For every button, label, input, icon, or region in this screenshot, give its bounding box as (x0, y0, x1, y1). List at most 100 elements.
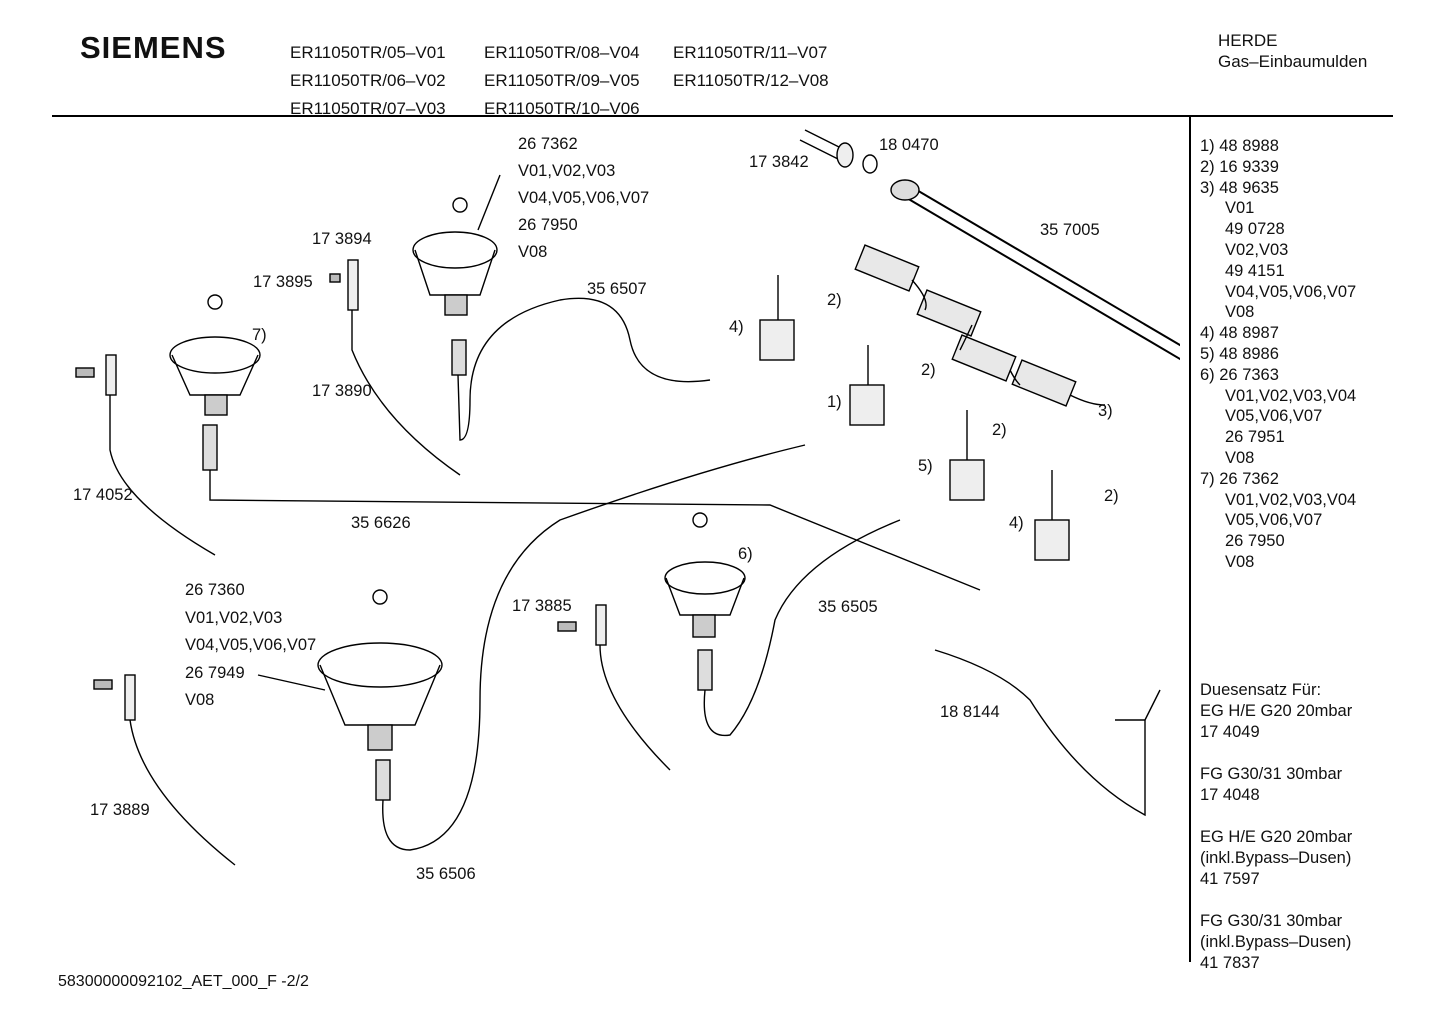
model-number: ER11050TR/08–V04 (484, 43, 640, 62)
nozzle-set: Duesensatz Für: EG H/E G20 20mbar 17 4049 (1200, 680, 1352, 743)
nozzle-set: EG H/E G20 20mbar (inkl.Bypass–Dusen) 41 7… (1200, 827, 1352, 890)
interrupter-plate (1011, 359, 1077, 407)
part-label: 17 3889 (90, 801, 150, 819)
model-number: ER11050TR/11–V07 (673, 43, 828, 62)
part-label: 35 6505 (818, 598, 878, 616)
gas-valve (1034, 470, 1070, 561)
exploded-parts-diagram (75, 129, 1180, 866)
callout: 1) (827, 393, 842, 411)
nozzle-line: EG H/E G20 20mbar (1200, 702, 1353, 720)
variant-list: V04,V05,V06,V07 (185, 636, 317, 654)
category-subtitle: Gas–Einbaumulden (1218, 52, 1368, 71)
burner-cup-left (169, 294, 261, 416)
model-list: ER11050TR/05–V01 ER11050TR/08–V04 ER1105… (290, 39, 873, 123)
legend-row: V02,V03 (1225, 240, 1289, 259)
ignition-harness (934, 649, 1146, 817)
brand-logo: SIEMENS (80, 30, 227, 65)
burner-cup-top (412, 197, 498, 316)
legend-row: 49 0728 (1225, 220, 1285, 239)
nozzle-set: FG G30/31 30mbar 17 4048 (1200, 764, 1352, 806)
part-label: 35 6506 (416, 865, 476, 883)
nozzle-line: Duesensatz Für: (1200, 681, 1322, 699)
interrupter-plate (916, 289, 982, 337)
nozzle-line: (inkl.Bypass–Dusen) (1200, 849, 1352, 867)
injector (375, 759, 391, 801)
variant-list: V08 (185, 691, 215, 709)
part-label: 35 7005 (1040, 221, 1100, 239)
nozzle-line: 17 4048 (1200, 786, 1260, 804)
thermocouple-wire (599, 644, 671, 771)
model-number: ER11050TR/05–V01 (290, 43, 446, 62)
model-number: ER11050TR/09–V05 (484, 71, 640, 90)
legend-row: V01,V02,V03,V04 (1225, 386, 1357, 405)
nozzle-line: EG H/E G20 20mbar (1200, 828, 1353, 846)
gas-valve (759, 275, 795, 361)
part-label: 18 0470 (879, 136, 939, 154)
legend-row: 6) 26 7363 (1200, 365, 1279, 384)
part-label: 17 3895 (253, 273, 313, 291)
gas-line-356626-b (382, 444, 806, 851)
header-divider (52, 115, 1393, 117)
legend-divider (1189, 117, 1191, 962)
burner-cup-center (664, 512, 746, 638)
part-label: 17 3842 (749, 153, 809, 171)
legend-row: V04,V05,V06,V07 (1225, 282, 1357, 301)
legend-row: 1) 48 8988 (1200, 137, 1279, 155)
part-label: 35 6507 (587, 280, 647, 298)
callout: 2) (827, 291, 842, 309)
callout: 2) (921, 361, 936, 379)
variant-list: V01,V02,V03 (185, 608, 283, 627)
pipe-nut (890, 179, 920, 201)
clip (557, 621, 577, 632)
legend-row: V08 (1225, 552, 1255, 571)
legend-row: 26 7951 (1225, 428, 1285, 447)
legend-row: V01 (1225, 199, 1255, 218)
legend-row: 26 7950 (1225, 532, 1285, 551)
legend-row: V05,V06,V07 (1225, 511, 1323, 530)
clip (93, 679, 113, 690)
thermocouple-probe (347, 259, 359, 311)
gas-line-356505 (703, 519, 901, 737)
part-number: 26 7360 (185, 581, 245, 599)
gas-line-356626 (209, 470, 981, 591)
variant-list: V08 (518, 243, 548, 261)
thermocouple-wire (109, 395, 216, 556)
thermocouple-probe (124, 674, 136, 721)
legend-row: V05,V06,V07 (1225, 407, 1323, 426)
nozzle-set: FG G30/31 30mbar(inkl.Bypass–Dusen)41 78… (1200, 911, 1352, 974)
legend-row: 5) 48 8986 (1200, 344, 1279, 363)
callout: 5) (918, 457, 933, 475)
callout: 2) (1104, 487, 1119, 505)
callout: 4) (729, 318, 744, 336)
callout: 7) (252, 326, 267, 344)
nozzle-line: FG G30/31 30mbar (1200, 912, 1343, 930)
callout: 2) (992, 421, 1007, 439)
nozzle-line: 41 7597 (1200, 870, 1260, 888)
product-category: HERDE Gas–Einbaumulden (1218, 30, 1367, 72)
part-label: 35 6626 (351, 514, 411, 532)
callout: 6) (738, 545, 753, 563)
nozzle-line: FG G30/31 30mbar (1200, 765, 1343, 783)
part-label: 17 3894 (312, 230, 372, 248)
thermocouple-wire (351, 310, 461, 476)
legend-row: 3) 48 9635 (1200, 178, 1279, 197)
clip (75, 367, 95, 378)
nozzle-line: 17 4049 (1200, 723, 1260, 741)
seal-ring (862, 154, 878, 174)
legend-row: V01,V02,V03,V04 (1225, 490, 1357, 509)
thermocouple-wire (129, 719, 236, 866)
clip (329, 273, 341, 283)
model-number: ER11050TR/10–V06 (484, 99, 640, 118)
legend-row: V08 (1225, 303, 1255, 322)
connector-fitting (799, 129, 846, 161)
nozzle-line: (inkl.Bypass–Dusen) (1200, 933, 1352, 951)
part-number: 26 7362 (518, 135, 578, 153)
thermocouple-probe (105, 354, 117, 396)
gas-valve (949, 410, 985, 501)
legend-row: 4) 48 8987 (1200, 324, 1279, 343)
label-burner-big: 26 7360 V01,V02,V03 V04,V05,V06,V07 26 7… (185, 577, 316, 715)
document-number: 58300000092102_AET_000_F -2/2 (58, 973, 309, 990)
interrupter-plate (951, 334, 1017, 382)
